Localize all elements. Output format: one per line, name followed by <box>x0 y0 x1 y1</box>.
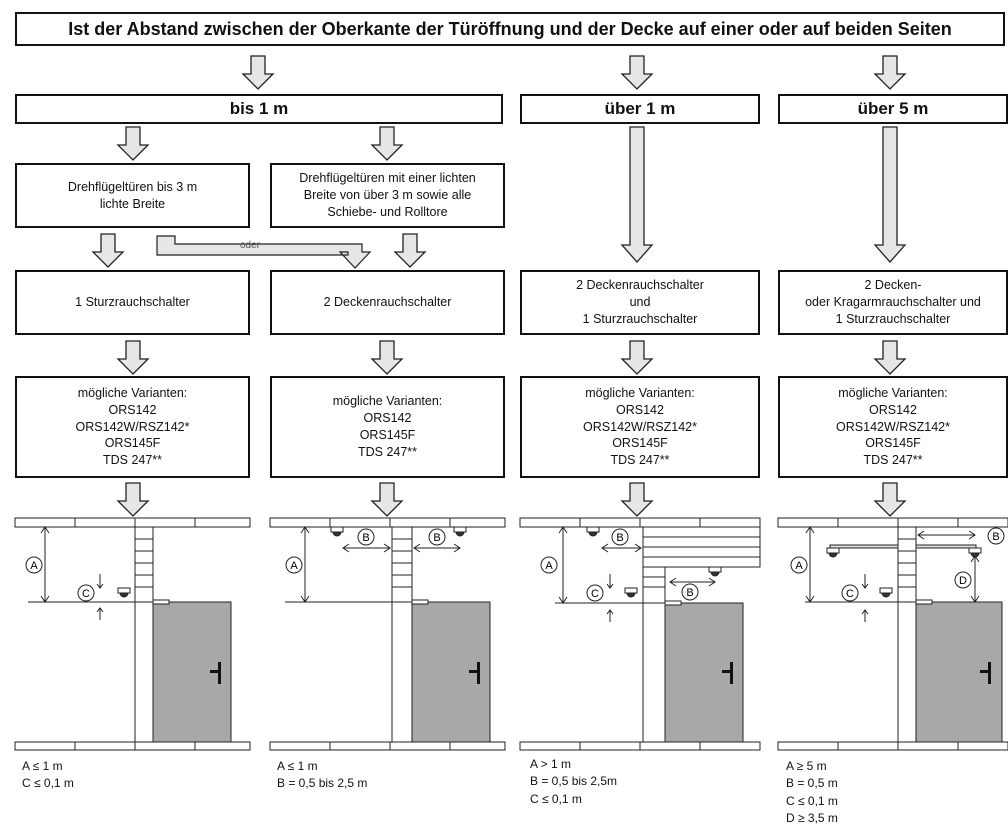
arrow-to-door-type-2 <box>371 126 403 161</box>
arrow-var1-to-drawing1 <box>117 482 149 517</box>
arrow-title-to-ueber1m <box>621 55 653 90</box>
condition-line: C ≤ 0,1 m <box>786 793 838 808</box>
dim-label-a-2 <box>285 556 303 574</box>
dim-label-a-3 <box>540 556 558 574</box>
long-arrow-ueber5m <box>873 126 907 263</box>
dim-label-a-4 <box>790 556 808 574</box>
variants-1: mögliche Varianten: ORS142 ORS142W/RSZ14… <box>15 376 250 478</box>
header-ueber-1m: über 1 m <box>520 94 760 124</box>
door-drawing-1 <box>14 517 251 751</box>
door-drawing-4 <box>777 517 1008 751</box>
condition-line: B = 0,5 m <box>786 776 838 791</box>
condition-line: A > 1 m <box>530 757 572 771</box>
condition-line: C ≤ 0,1 m <box>530 791 582 806</box>
condition-line: B = 0,5 bis 2,5 m <box>277 776 368 791</box>
oder-arrow <box>156 235 372 269</box>
dim-label-b-2a <box>357 528 375 546</box>
dim-label-b-3a <box>611 528 629 546</box>
arrow-title-to-bis1m <box>242 55 274 90</box>
door-drawing-3 <box>519 517 761 751</box>
condition-line: D ≥ 3,5 m <box>786 811 838 826</box>
arrow-det4-to-var4 <box>874 340 906 375</box>
arrow-det1-to-var1 <box>117 340 149 375</box>
arrow-door2-to-det2 <box>394 233 426 268</box>
detector-req-2: 2 Deckenrauchschalter <box>270 270 505 335</box>
dim-label-b-3b <box>681 583 699 601</box>
conditions-3: A > 1 m B = 0,5 bis 2,5m C ≤ 0,1 m <box>530 756 617 808</box>
condition-line: A ≤ 1 m <box>22 759 63 773</box>
condition-line: A ≥ 5 m <box>786 759 827 773</box>
dim-label-d-4 <box>954 571 972 589</box>
dim-label-b-4 <box>987 527 1005 545</box>
door-type-swing-upto-3m: Drehflügeltüren bis 3 m lichte Breite <box>15 163 250 228</box>
dim-label-b-2b <box>428 528 446 546</box>
arrow-var4-to-drawing4 <box>874 482 906 517</box>
long-arrow-ueber1m <box>620 126 654 263</box>
variants-2: mögliche Varianten: ORS142 ORS145F TDS 2… <box>270 376 505 478</box>
dim-label-c-4 <box>841 584 859 602</box>
arrow-det2-to-var2 <box>371 340 403 375</box>
variants-3: mögliche Varianten: ORS142 ORS142W/RSZ14… <box>520 376 760 478</box>
condition-line: C ≤ 0,1 m <box>22 776 74 791</box>
variants-4: mögliche Varianten: ORS142 ORS142W/RSZ14… <box>778 376 1008 478</box>
arrow-to-door-type-1 <box>117 126 149 161</box>
detector-req-3: 2 Deckenrauchschalter und 1 Sturzrauchsc… <box>520 270 760 335</box>
conditions-4: A ≥ 5 m B = 0,5 m C ≤ 0,1 m D ≥ 3,5 m <box>786 758 838 828</box>
dim-label-c-3 <box>586 584 604 602</box>
oder-label: oder <box>240 240 261 251</box>
dim-label-a-1 <box>25 556 43 574</box>
header-ueber-5m: über 5 m <box>778 94 1008 124</box>
dim-label-c-1 <box>77 584 95 602</box>
conditions-2: A ≤ 1 m B = 0,5 bis 2,5 m <box>277 758 367 793</box>
arrow-det3-to-var3 <box>621 340 653 375</box>
detector-req-4: 2 Decken- oder Kragarmrauchschalter und … <box>778 270 1008 335</box>
detector-req-1: 1 Sturzrauchschalter <box>15 270 250 335</box>
conditions-1: A ≤ 1 m C ≤ 0,1 m <box>22 758 74 793</box>
header-bis-1m: bis 1 m <box>15 94 503 124</box>
arrow-title-to-ueber5m <box>874 55 906 90</box>
condition-line: B = 0,5 bis 2,5m <box>530 774 618 789</box>
arrow-var3-to-drawing3 <box>621 482 653 517</box>
diagram-title: Ist der Abstand zwischen der Oberkante d… <box>15 12 1005 46</box>
condition-line: A ≤ 1 m <box>277 759 318 773</box>
arrow-var2-to-drawing2 <box>371 482 403 517</box>
door-drawing-2 <box>269 517 506 751</box>
door-type-swing-over-3m: Drehflügeltüren mit einer lichten Breite… <box>270 163 505 228</box>
arrow-door1-to-det1 <box>92 233 124 268</box>
